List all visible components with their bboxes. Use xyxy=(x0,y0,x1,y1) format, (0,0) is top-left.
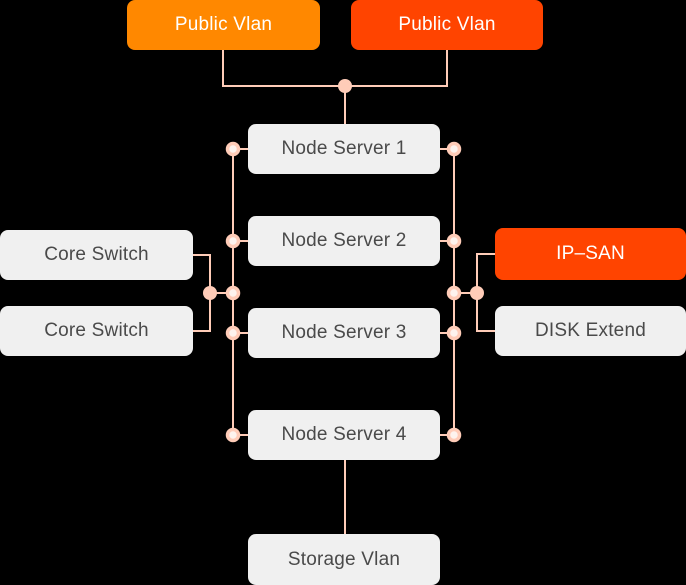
node-label: Node Server 2 xyxy=(281,230,407,251)
dot-public-vlan-bus xyxy=(338,79,352,93)
node-label: Public Vlan xyxy=(174,14,273,35)
dot-right-bus-mid xyxy=(446,285,462,301)
node-node-server-2[interactable]: Node Server 2 xyxy=(248,216,440,266)
wire-core-switch-1 xyxy=(193,254,211,293)
node-public-vlan-right[interactable]: Public Vlan xyxy=(351,0,543,50)
wire-public-vlan-left xyxy=(222,50,345,87)
dot-right-ns1 xyxy=(446,141,462,157)
dot-right-ns4 xyxy=(446,427,462,443)
wire-public-vlan-right xyxy=(345,50,448,87)
wire-core-switch-2 xyxy=(193,293,211,332)
node-core-switch-2[interactable]: Core Switch xyxy=(0,306,193,356)
node-label: Node Server 3 xyxy=(281,322,407,343)
node-node-server-1[interactable]: Node Server 1 xyxy=(248,124,440,174)
node-label: Node Server 4 xyxy=(281,424,407,445)
node-public-vlan-left[interactable]: Public Vlan xyxy=(127,0,320,50)
dot-right-junction xyxy=(470,286,484,300)
node-label: Public Vlan xyxy=(398,14,496,35)
node-label: DISK Extend xyxy=(535,320,646,341)
wire-disk-extend xyxy=(476,293,495,332)
node-node-server-4[interactable]: Node Server 4 xyxy=(248,410,440,460)
node-label: IP–SAN xyxy=(556,243,625,264)
junction-dots-hollow xyxy=(225,141,462,443)
dot-left-bus-mid xyxy=(225,285,241,301)
dot-left-ns4 xyxy=(225,427,241,443)
node-storage-vlan[interactable]: Storage Vlan xyxy=(248,534,440,585)
node-ip-san[interactable]: IP–SAN xyxy=(495,228,686,280)
node-label: Core Switch xyxy=(44,320,149,341)
node-disk-extend[interactable]: DISK Extend xyxy=(495,306,686,356)
wire-ip-san xyxy=(476,253,495,293)
node-core-switch-1[interactable]: Core Switch xyxy=(0,230,193,280)
node-label: Storage Vlan xyxy=(287,548,401,570)
dot-right-ns2 xyxy=(446,233,462,249)
dot-left-ns2 xyxy=(225,233,241,249)
dot-left-ns3 xyxy=(225,325,241,341)
node-label: Core Switch xyxy=(44,244,149,265)
dot-left-ns1 xyxy=(225,141,241,157)
junction-dots-solid xyxy=(203,79,484,300)
node-node-server-3[interactable]: Node Server 3 xyxy=(248,308,440,358)
dot-right-ns3 xyxy=(446,325,462,341)
node-label: Node Server 1 xyxy=(281,138,407,159)
dot-left-junction xyxy=(203,286,217,300)
